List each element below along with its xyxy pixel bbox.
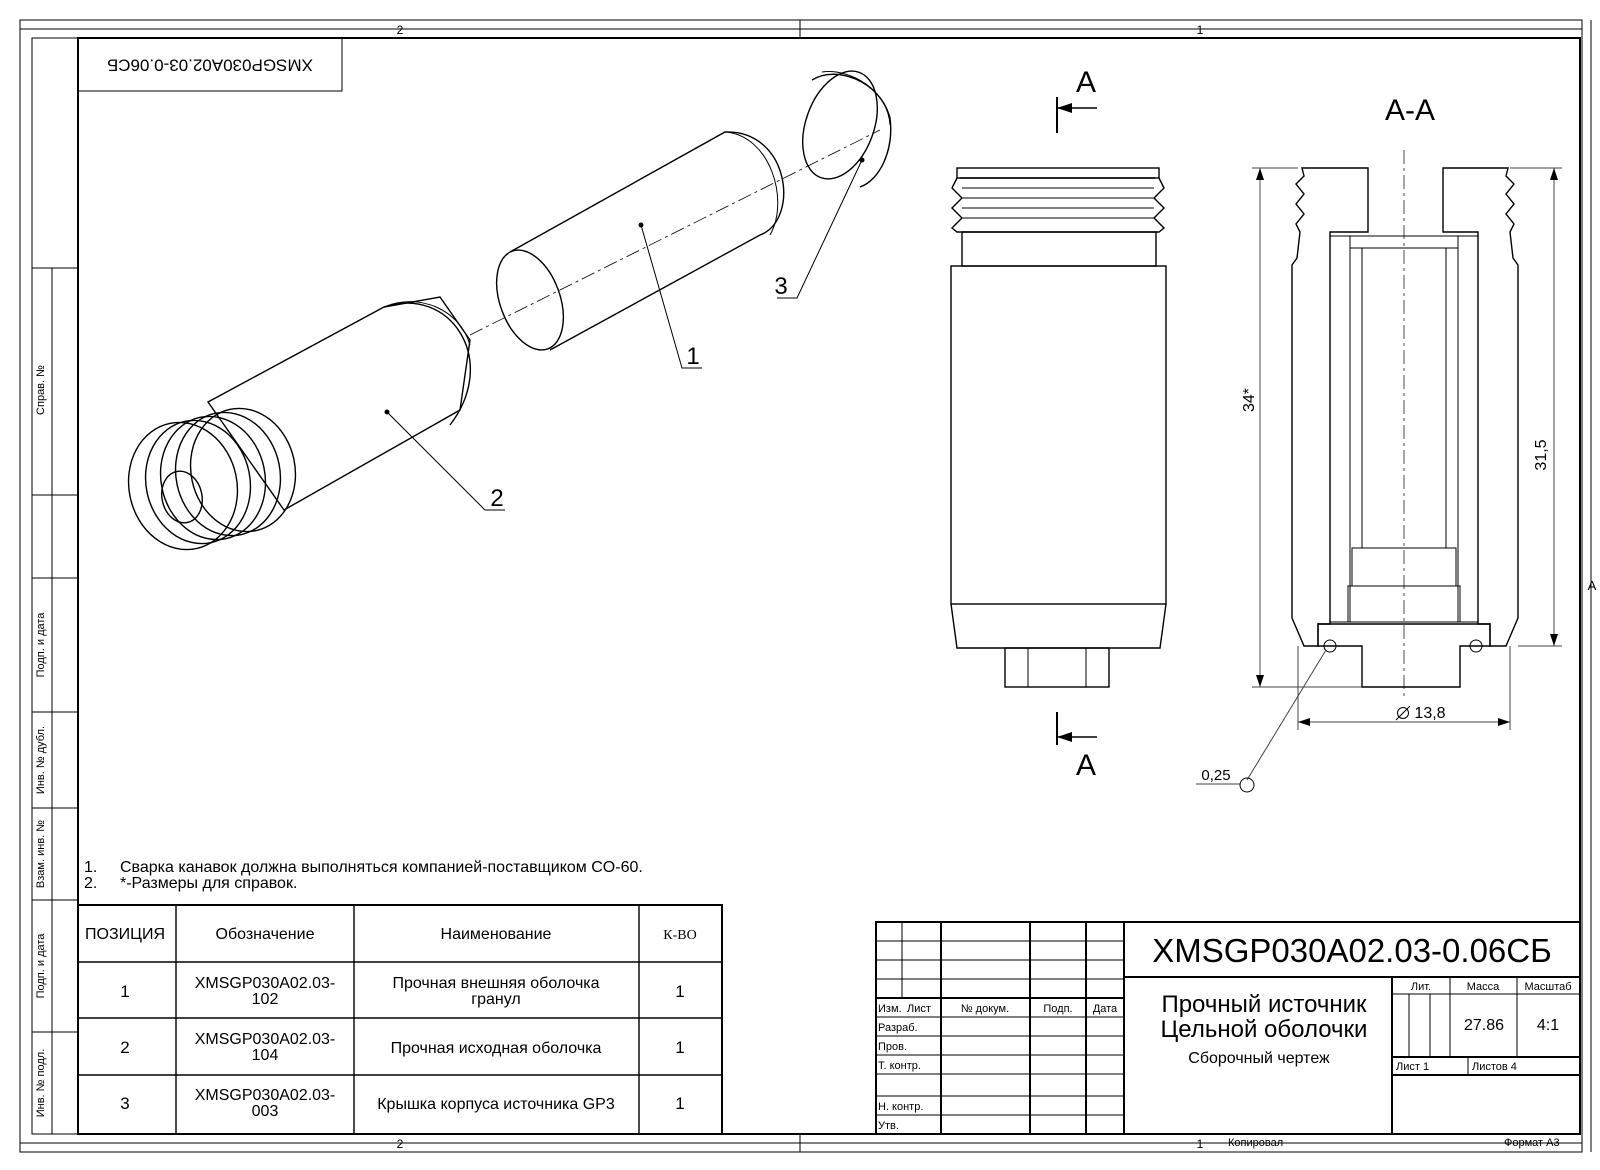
- section-cut-marker-top: [1056, 97, 1097, 133]
- bom-row-3-des2: 003: [252, 1103, 279, 1120]
- bom-row-1-des2: 102: [252, 991, 279, 1008]
- tb-scale-value: 4:1: [1537, 1017, 1559, 1034]
- footer-format: Формат А3: [1504, 1137, 1560, 1149]
- part-2-outer-shell: [127, 296, 505, 551]
- callout-2: 2: [490, 485, 503, 512]
- bom-row: 1 XMSGP030A02.03- 102 Прочная внешняя об…: [120, 975, 684, 1008]
- tb-row-tkontr: Т. контр.: [878, 1060, 921, 1072]
- stamp-box: [77, 37, 343, 92]
- part-1-inner-shell: [495, 131, 785, 369]
- bom-header-name: Наименование: [441, 926, 552, 943]
- note-1-num: 1.: [84, 859, 97, 876]
- tb-row-nkontr: Н. контр.: [878, 1101, 923, 1113]
- cut-label-top: A: [1076, 66, 1096, 99]
- bom-row-1-des1: XMSGP030A02.03-: [195, 975, 336, 992]
- footer-copied: Копировал: [1228, 1137, 1283, 1149]
- tb-col-data: Дата: [1093, 1003, 1118, 1015]
- tb-name-line1: Прочный источник: [1161, 991, 1367, 1018]
- side-label-podp2: Подп. и дата: [35, 933, 47, 999]
- tb-designation: XMSGP030A02.03-0.06СБ: [1152, 932, 1552, 969]
- zone-label-bottom-right: 1: [1197, 1137, 1204, 1151]
- bom-row-2-name1: Прочная исходная оболочка: [391, 1040, 602, 1057]
- bom-row-2-qty: 1: [675, 1038, 684, 1057]
- sheet-frame: [19, 19, 1592, 1153]
- zone-label-right: A: [1588, 578, 1597, 593]
- note-2-text: *-Размеры для справок.: [120, 875, 297, 892]
- tb-mass-value: 27.86: [1464, 1017, 1504, 1034]
- note-2-num: 2.: [84, 875, 97, 892]
- dimension-diameter-13-8: [1297, 646, 1511, 730]
- tb-row-razrab: Разраб.: [878, 1022, 918, 1034]
- zone-label-top-left: 2: [397, 23, 404, 37]
- tb-sheet: Лист 1: [1396, 1061, 1429, 1073]
- bom-row-3-qty: 1: [675, 1094, 684, 1113]
- tb-col-docnum: № докум.: [961, 1003, 1009, 1015]
- side-label-sprav: Справ. №: [35, 365, 47, 415]
- tb-doc-type: Сборочный чертеж: [1188, 1050, 1330, 1067]
- side-label-podp1: Подп. и дата: [35, 612, 47, 678]
- dim-31-5-label: 31,5: [1533, 439, 1550, 470]
- dim-0-25-label: 0,25: [1201, 767, 1230, 784]
- section-cut-marker-bottom: [1056, 712, 1097, 745]
- zone-label-bottom-left: 2: [397, 1137, 404, 1151]
- tb-col-list: Лист: [907, 1003, 931, 1015]
- bom-row: 2 XMSGP030A02.03- 104 Прочная исходная о…: [120, 1031, 684, 1064]
- title-block: [875, 921, 1581, 1135]
- bom-row-2-des1: XMSGP030A02.03-: [195, 1031, 336, 1048]
- side-label-inv-podl: Инв. № подл.: [35, 1049, 47, 1118]
- bom-header-qty: К-ВО: [663, 928, 696, 943]
- bom-row-3-des1: XMSGP030A02.03-: [195, 1087, 336, 1104]
- front-view: [950, 167, 1167, 688]
- side-label-inv-dubl: Инв. № дубл.: [35, 726, 47, 794]
- note-1-text: Сварка канавок должна выполняться компан…: [120, 859, 643, 876]
- bom-header-designation: Обозначение: [216, 926, 315, 943]
- section-title: А-А: [1385, 94, 1435, 127]
- bom-header-position: ПОЗИЦИЯ: [85, 926, 165, 943]
- cut-label-bottom: A: [1076, 749, 1096, 782]
- side-strip: [31, 37, 79, 1135]
- bom-row-1-pos: 1: [120, 982, 129, 1001]
- exploded-view: [127, 70, 892, 551]
- tb-row-prov: Пров.: [878, 1041, 907, 1053]
- section-view: [1291, 150, 1519, 700]
- dim-34-label: 34*: [1241, 388, 1258, 412]
- bom-row-2-pos: 2: [120, 1038, 129, 1057]
- dimension-31-5: [1510, 167, 1562, 647]
- bom-row: 3 XMSGP030A02.03- 003 Крышка корпуса ист…: [120, 1087, 684, 1120]
- callout-1: 1: [686, 343, 699, 370]
- side-label-vzam: Взам. инв. №: [35, 820, 47, 888]
- dimension-34: [1252, 167, 1362, 688]
- bom-row-2-des2: 104: [252, 1047, 279, 1064]
- tb-sheets: Листов 4: [1472, 1061, 1517, 1073]
- tb-col-podp: Подп.: [1043, 1003, 1072, 1015]
- bom-row-1-name2: гранул: [471, 991, 520, 1008]
- zone-label-top-right: 1: [1197, 23, 1204, 37]
- bom-row-1-qty: 1: [675, 982, 684, 1001]
- tb-row-utv: Утв.: [878, 1120, 899, 1132]
- weld-leader-0-25: [1196, 649, 1327, 793]
- bom-row-3-name1: Крышка корпуса источника GP3: [377, 1096, 615, 1113]
- part-3-cap: [777, 70, 892, 299]
- tb-masshtab: Масштаб: [1524, 981, 1571, 993]
- callout-3: 3: [774, 273, 787, 300]
- bom-row-3-pos: 3: [120, 1094, 129, 1113]
- tb-massa: Масса: [1467, 981, 1500, 993]
- bom-row-1-name1: Прочная внешняя оболочка: [392, 975, 599, 992]
- tb-col-izm: Изм.: [878, 1003, 902, 1015]
- stamp-designation-mirrored: XMSGP030A02.03-0.06СБ: [107, 56, 313, 75]
- dim-13-8-label: 13,8: [1414, 705, 1445, 722]
- tb-name-line2: Цельной оболочки: [1161, 1016, 1368, 1043]
- bom-table: [77, 904, 723, 1135]
- tb-lit: Лит.: [1411, 981, 1431, 993]
